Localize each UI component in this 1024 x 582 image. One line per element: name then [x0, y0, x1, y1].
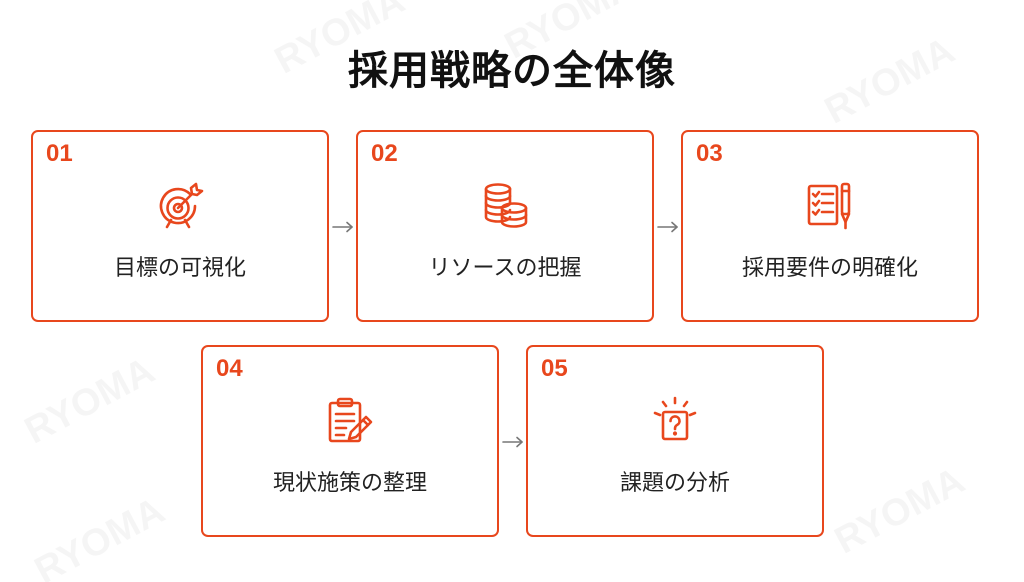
step-number: 02 [371, 140, 398, 167]
step-number: 05 [541, 355, 568, 382]
watermark: RYOMA [28, 490, 172, 582]
step-card-01: 01 目標の可視化 [31, 130, 329, 322]
step-card-02: 02 リソースの把握 [356, 130, 654, 322]
step-number: 01 [46, 140, 73, 167]
watermark: RYOMA [828, 460, 972, 564]
step-number: 04 [216, 355, 243, 382]
watermark: RYOMA [18, 350, 162, 454]
checklist-pen-icon [804, 180, 856, 232]
step-label: 目標の可視化 [113, 256, 246, 281]
step-number: 03 [696, 140, 723, 167]
step-label: 課題の分析 [619, 471, 730, 496]
target-icon [154, 180, 206, 232]
arrow-right-icon [332, 221, 354, 233]
step-card-05: 05 課題の分析 [526, 345, 824, 537]
step-label: 採用要件の明確化 [741, 256, 918, 281]
arrow-right-icon [502, 436, 524, 448]
step-card-03: 03 採用要件の明確化 [681, 130, 979, 322]
question-box-icon [649, 395, 701, 447]
step-card-04: 04 現状施策の整理 [201, 345, 499, 537]
arrow-right-icon [657, 221, 679, 233]
clipboard-pen-icon [324, 395, 376, 447]
step-label: 現状施策の整理 [272, 471, 427, 496]
step-label: リソースの把握 [428, 256, 582, 281]
page-title: 採用戦略の全体像 [348, 48, 676, 94]
coins-icon [479, 180, 531, 232]
